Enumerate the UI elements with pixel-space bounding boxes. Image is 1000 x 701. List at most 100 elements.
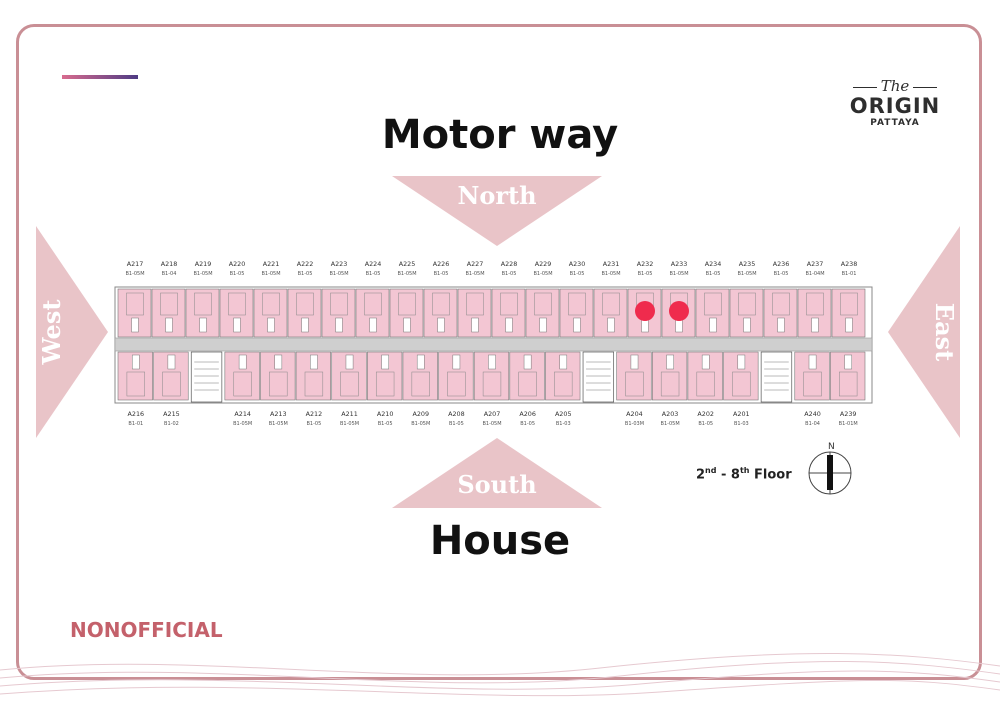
unit-bath-A209 [416, 354, 425, 370]
unit-label-A218: A218 [161, 260, 178, 268]
unit-room-A215 [162, 371, 181, 397]
unit-label-A202: A202 [697, 410, 714, 418]
unit-type-A216: B1-01 [128, 421, 143, 427]
east-arrow: East [888, 226, 960, 438]
unit-type-A202: B1-05 [698, 421, 713, 427]
decorative-waves [0, 652, 1000, 697]
unit-bath-A239 [844, 354, 853, 370]
road-label: Motor way [381, 112, 619, 158]
unit-type-A211: B1-05M [340, 421, 359, 427]
unit-label-A240: A240 [804, 410, 821, 418]
unit-label-A237: A237 [807, 260, 824, 268]
unit-label-A228: A228 [501, 260, 518, 268]
south-label: South [457, 470, 536, 499]
unit-label-A213: A213 [270, 410, 287, 418]
unit-bath-A229 [539, 317, 547, 333]
floor-start: 2 [696, 467, 706, 483]
unit-room-A227 [466, 292, 484, 316]
unit-label-A231: A231 [603, 260, 620, 268]
unit-room-A231 [602, 292, 620, 316]
unit-room-A202 [696, 371, 715, 397]
marker-A232 [635, 301, 655, 321]
unit-type-A228: B1-05 [502, 271, 517, 277]
unit-A212 [295, 351, 332, 401]
unit-room-A226 [432, 292, 450, 316]
logo-name: ORIGIN [849, 94, 941, 118]
unit-room-A210 [375, 371, 395, 397]
unit-bath-A206 [523, 354, 532, 370]
logo-the: The [845, 78, 945, 94]
unit-bath-A238 [845, 317, 853, 333]
unit-type-A204: B1-03M [625, 421, 644, 427]
unit-type-A207: B1-05M [482, 421, 501, 427]
core-15 [760, 351, 793, 403]
unit-bath-A214 [238, 354, 247, 370]
unit-bath-A223 [335, 317, 343, 333]
unit-bath-A227 [471, 317, 479, 333]
unit-label-A215: A215 [163, 410, 180, 418]
unit-type-A209: B1-05M [411, 421, 430, 427]
unit-room-A201 [732, 371, 751, 397]
unit-type-A239: B1-01M [839, 421, 858, 427]
unit-room-A207 [482, 371, 502, 397]
north-label: North [457, 181, 536, 210]
unit-type-A221: B1-05M [261, 271, 280, 277]
unit-bath-A225 [403, 317, 411, 333]
core-11 [582, 351, 615, 403]
unit-bath-A215 [167, 354, 176, 370]
unit-type-A240: B1-04 [805, 421, 820, 427]
east-label: East [930, 303, 959, 361]
unit-label-A236: A236 [773, 260, 790, 268]
unit-bath-A202 [701, 354, 710, 370]
unit-type-A235: B1-05M [737, 271, 756, 277]
unit-room-A224 [364, 292, 382, 316]
unit-label-A217: A217 [127, 260, 144, 268]
unit-label-A214: A214 [234, 410, 251, 418]
unit-type-A230: B1-05 [570, 271, 585, 277]
unit-room-A238 [840, 292, 858, 316]
unit-bath-A212 [310, 354, 318, 370]
unit-bath-A216 [131, 354, 140, 370]
unit-label-A232: A232 [637, 260, 654, 268]
unit-label-A225: A225 [399, 260, 416, 268]
unit-bath-A235 [743, 317, 751, 333]
unit-type-A226: B1-05 [434, 271, 449, 277]
unit-room-A239 [839, 371, 858, 397]
unit-label-A216: A216 [128, 410, 145, 418]
unit-label-A230: A230 [569, 260, 586, 268]
unit-type-A223: B1-05M [329, 271, 348, 277]
unit-label-A229: A229 [535, 260, 552, 268]
unit-bath-A220 [233, 317, 241, 333]
unit-label-A203: A203 [662, 410, 679, 418]
unit-room-A211 [340, 371, 359, 397]
unit-label-A212: A212 [306, 410, 323, 418]
unit-bath-A218 [165, 317, 173, 333]
unit-room-A237 [806, 292, 824, 316]
unit-type-A231: B1-05M [601, 271, 620, 277]
unit-bath-A221 [267, 317, 275, 333]
accent-line [62, 75, 138, 79]
nonofficial-watermark: NONOFFICIAL [70, 618, 223, 642]
west-arrow: West [36, 226, 108, 438]
unit-room-A209 [411, 371, 430, 397]
unit-bath-A237 [811, 317, 819, 333]
unit-type-A215: B1-02 [164, 421, 179, 427]
unit-type-A234: B1-05 [706, 271, 721, 277]
unit-room-A217 [126, 292, 144, 316]
west-label: West [37, 300, 66, 366]
unit-label-A226: A226 [433, 260, 450, 268]
unit-label-A239: A239 [840, 410, 857, 418]
unit-type-A238: B1-01 [842, 271, 857, 277]
unit-label-A220: A220 [229, 260, 246, 268]
floor-end: 8 [730, 467, 740, 483]
unit-type-A218: B1-04 [162, 271, 177, 277]
unit-bath-A219 [199, 317, 207, 333]
floor-end-suffix: th [739, 466, 750, 475]
house-label: House [429, 518, 571, 564]
unit-type-A227: B1-05M [465, 271, 484, 277]
unit-label-A233: A233 [671, 260, 688, 268]
logo-city: PATTAYA [870, 118, 920, 128]
unit-label-A201: A201 [733, 410, 750, 418]
unit-label-A205: A205 [555, 410, 572, 418]
marker-A233 [669, 301, 689, 321]
